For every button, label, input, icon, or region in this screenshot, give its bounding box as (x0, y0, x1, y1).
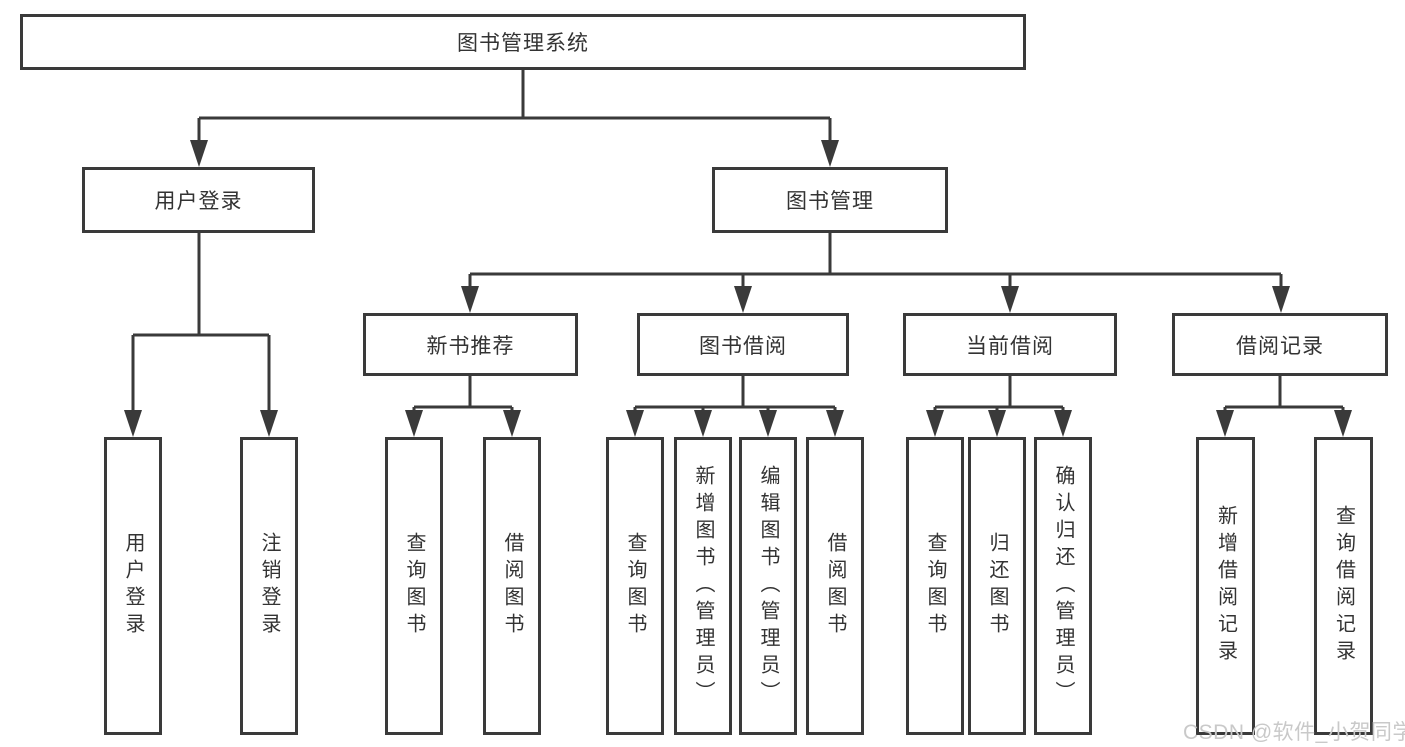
node-book-borrowing-label: 图书借阅 (699, 334, 787, 358)
node-book-management-label: 图书管理 (786, 190, 874, 213)
arrowheads (124, 140, 1352, 437)
leaf-logout-label: 注销登录 (258, 532, 280, 640)
node-user-login-label: 用户登录 (154, 190, 243, 213)
leaf-current-query-books: 查询图书 (906, 437, 964, 735)
leaf-records-add-record-label: 新增借阅记录 (1214, 505, 1237, 667)
node-book-borrowing: 图书借阅 (637, 313, 849, 376)
leaf-recommend-borrow-books: 借阅图书 (483, 437, 541, 735)
leaf-recommend-borrow-books-label: 借阅图书 (501, 532, 523, 640)
node-new-book-recommendation-label: 新书推荐 (426, 334, 515, 358)
leaf-records-query-record-label: 查询借阅记录 (1332, 505, 1355, 667)
leaf-current-confirm-return-admin: 确认归还（管理员） (1034, 437, 1092, 735)
node-borrowing-records: 借阅记录 (1172, 313, 1388, 376)
leaf-current-query-books-label: 查询图书 (924, 532, 946, 640)
leaf-borrowing-borrow-books-label: 借阅图书 (824, 532, 846, 640)
leaf-records-add-record: 新增借阅记录 (1196, 437, 1255, 735)
leaf-borrowing-edit-books-admin: 编辑图书（管理员） (739, 437, 797, 735)
leaf-current-confirm-return-admin-label: 确认归还（管理员） (1052, 464, 1074, 708)
leaf-user-login: 用户登录 (104, 437, 162, 735)
node-current-borrowing: 当前借阅 (903, 313, 1117, 376)
leaf-recommend-query-books: 查询图书 (385, 437, 443, 735)
node-borrowing-records-label: 借阅记录 (1236, 334, 1324, 358)
watermark: CSDN @软件_小贺同学 (1183, 721, 1405, 744)
leaf-current-return-books: 归还图书 (968, 437, 1026, 735)
leaf-records-query-record: 查询借阅记录 (1314, 437, 1373, 735)
leaf-logout: 注销登录 (240, 437, 298, 735)
node-root-label: 图书管理系统 (457, 32, 589, 55)
node-user-login: 用户登录 (82, 167, 315, 233)
leaf-user-login-label: 用户登录 (122, 532, 144, 640)
node-book-management: 图书管理 (712, 167, 948, 233)
leaf-current-return-books-label: 归还图书 (986, 532, 1008, 640)
leaf-borrowing-query-books: 查询图书 (606, 437, 664, 735)
node-current-borrowing-label: 当前借阅 (966, 334, 1054, 358)
leaf-borrowing-borrow-books: 借阅图书 (806, 437, 864, 735)
leaf-borrowing-add-books-admin: 新增图书（管理员） (674, 437, 732, 735)
leaf-borrowing-edit-books-admin-label: 编辑图书（管理员） (757, 464, 779, 708)
leaf-recommend-query-books-label: 查询图书 (403, 532, 425, 640)
node-root-library-system: 图书管理系统 (20, 14, 1026, 70)
node-new-book-recommendation: 新书推荐 (363, 313, 578, 376)
leaf-borrowing-add-books-admin-label: 新增图书（管理员） (692, 464, 714, 708)
leaf-borrowing-query-books-label: 查询图书 (624, 532, 646, 640)
